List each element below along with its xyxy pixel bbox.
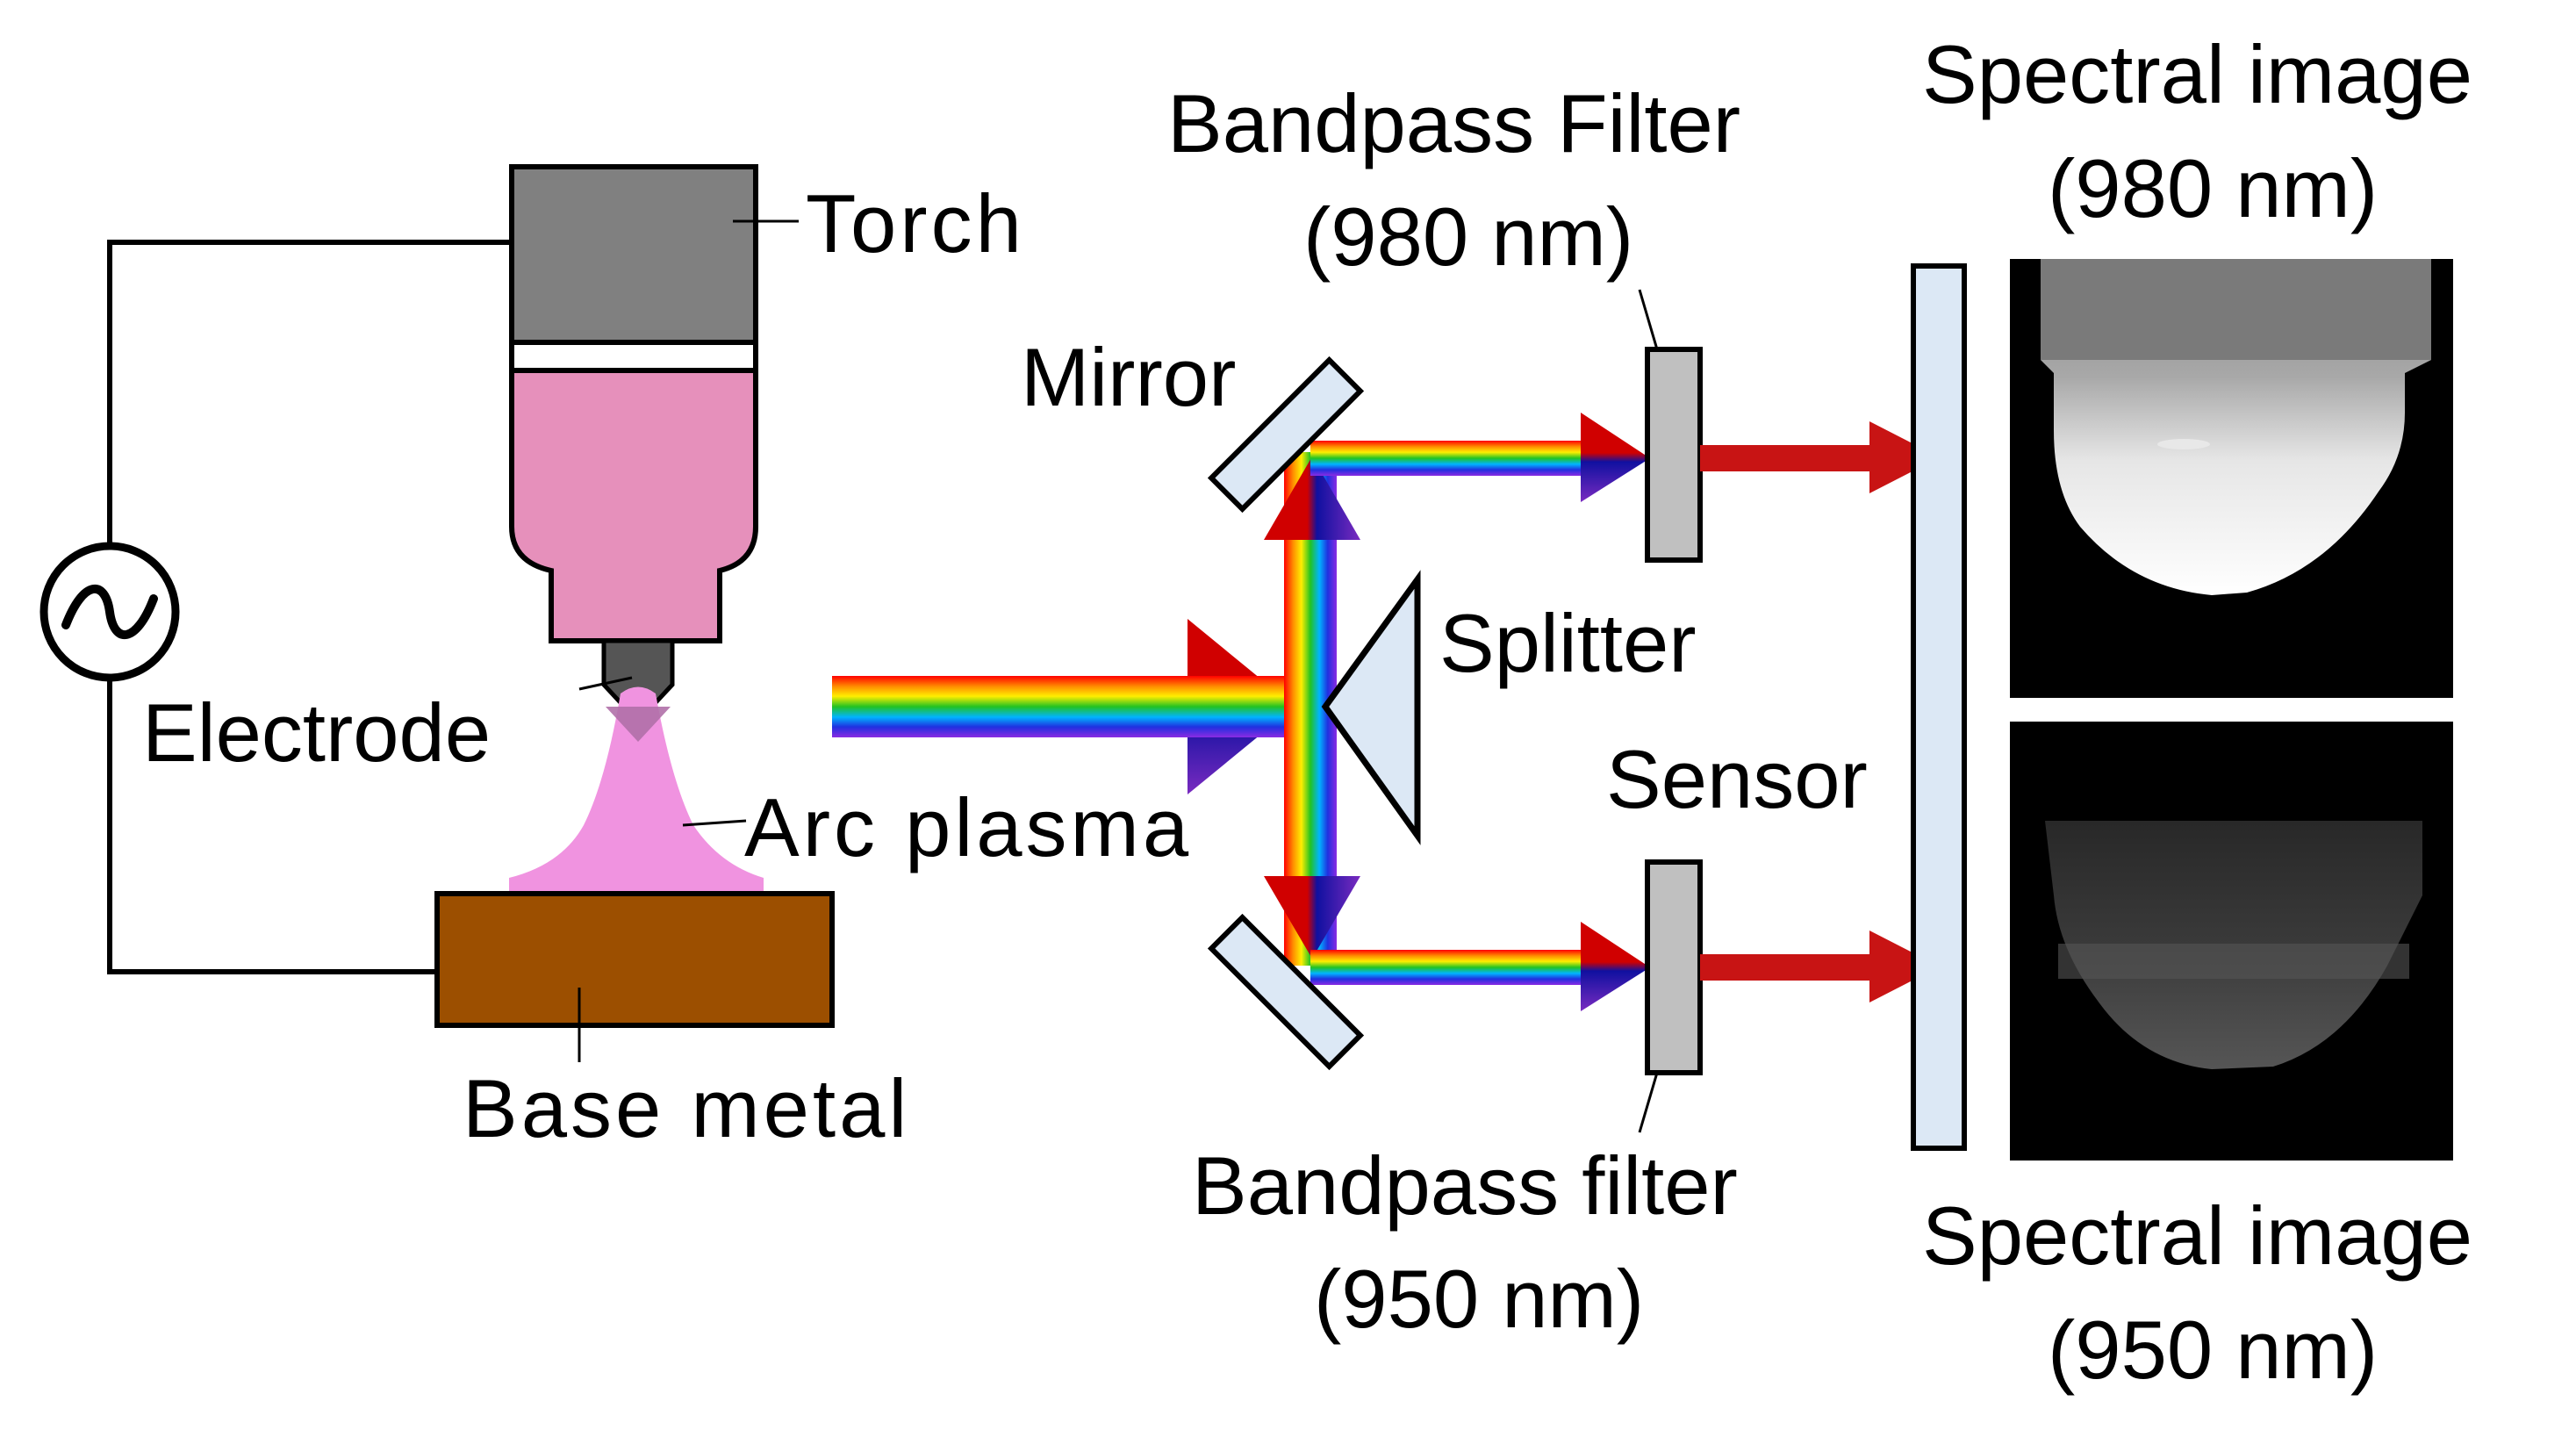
bandpass-top-label-line2: (980 nm) [1303,190,1633,283]
output-arrow-bottom-shaft [1700,954,1876,981]
bandpass-top-label-line1: Bandpass Filter [1167,77,1740,169]
lower-mirror [1207,913,1365,1071]
arc-plasma-label: Arc plasma [744,781,1192,873]
circuit-wire-bottom [107,678,437,974]
incoming-beam-shaft [832,676,1188,737]
sensor-label: Sensor [1606,733,1868,825]
upper-beam-shaft [1310,441,1581,476]
split-beam-down-arrowhead [1264,876,1360,959]
torch-separator [509,340,758,373]
filter-leader-lines [1638,289,1659,1133]
left-leader-lines [578,219,799,1062]
upper-mirror [1207,356,1365,514]
electrode-tip [606,707,671,742]
spectral-image-980-electrode [2041,259,2431,360]
output-arrow-top-head [1869,421,1940,493]
output-arrows [1700,421,1940,1002]
torch [509,164,758,725]
ac-wave-icon [61,584,158,640]
split-beam-up-arrowhead [1264,456,1360,540]
lower-beam-shaft [1310,950,1581,985]
splitter-label: Splitter [1439,597,1697,689]
upper-beam-arrowhead [1581,413,1650,502]
torch-label: Torch [806,177,1025,269]
bandpass-bottom-label-line2: (950 nm) [1314,1253,1644,1345]
mirror-label: Mirror [1021,331,1236,423]
output-arrow-top-shaft [1700,445,1876,471]
lower-beam [1310,922,1650,1011]
spectral-image-950-band [2058,944,2409,979]
incoming-beam [832,619,1310,794]
base-metal-label: Base metal [463,1062,910,1154]
spectral-top-label-line1: Spectral image [1922,28,2472,120]
upper-beam [1310,413,1650,502]
bandpass-filter-950 [1645,859,1703,1075]
output-arrow-bottom-head [1869,931,1940,1002]
welding-circuit [39,240,512,974]
beam-splitter [1321,570,1421,845]
bandpass-filter-980 [1645,347,1703,563]
lower-beam-arrowhead [1581,922,1650,1011]
electrode-label: Electrode [142,686,491,779]
spectral-bottom-label-line2: (950 nm) [2048,1304,2378,1396]
base-metal [434,891,835,1028]
spectral-image-980-highlight [2157,439,2210,449]
spectral-image-980 [2010,259,2453,698]
circuit-wire-top [107,240,512,546]
spectral-image-950 [2010,722,2453,1161]
spectral-top-label-line2: (980 nm) [2048,142,2378,234]
torch-nozzle [509,368,758,643]
spectral-bottom-label-line1: Spectral image [1922,1189,2472,1282]
bandpass-bottom-label-line1: Bandpass filter [1192,1139,1738,1232]
torch-body [509,164,758,345]
arc-plasma [509,686,764,894]
sensor [1911,263,1967,1151]
